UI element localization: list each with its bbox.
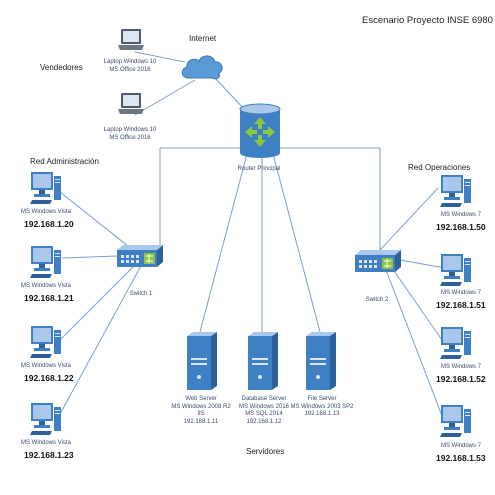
web-server-name: Web Server	[185, 396, 217, 402]
file-server-os: MS Windows 2003 SP2	[290, 403, 354, 410]
red-administracion-label: Red Administración	[30, 157, 99, 166]
web-server-software: IIS	[197, 411, 205, 417]
wire-sw1-pc22	[59, 261, 139, 341]
vendedores-label: Vendedores	[40, 63, 83, 72]
router-label: Router Principal	[237, 166, 281, 172]
ops-pc-52-os: MS Windows 7	[441, 364, 482, 370]
database-server-os: MS Windows 2016	[238, 403, 290, 410]
ops-pc-50-ip: 192.168.1.50	[436, 222, 486, 232]
wire-laptop2-cloud	[134, 79, 196, 116]
web-server-os: MS Windows 2008 R2	[171, 403, 231, 410]
red-operaciones-label: Red Operaciones	[408, 163, 471, 172]
laptop-2-software: MS Office 2016	[109, 134, 151, 141]
router-icon	[237, 103, 283, 159]
internet-cloud-icon	[178, 50, 226, 82]
internet-label: Internet	[189, 34, 217, 43]
workstation-icon	[30, 324, 62, 360]
web-server-label: Web Server MS Windows 2008 R2 IIS 192.16…	[171, 396, 230, 426]
wire-sw1-pc23	[59, 263, 143, 415]
admin-pc-22-ip: 192.168.1.22	[24, 373, 74, 383]
admin-pc-21-ip: 192.168.1.21	[24, 293, 74, 303]
laptop-1-label: Laptop Windows 10 MS Office 2016	[104, 59, 157, 74]
wire-sw2-pc52	[391, 267, 443, 341]
wire-sw1-pc21	[61, 255, 119, 259]
admin-pc-22-os: MS Windows Vista	[21, 363, 71, 369]
laptop-2-label: Laptop Windows 10 MS Office 2016	[104, 127, 157, 142]
workstation-icon	[440, 403, 472, 439]
wire-router-file	[271, 149, 321, 333]
laptop-1-software: MS Office 2016	[109, 66, 151, 73]
ops-pc-51-os: MS Windows 7	[441, 290, 482, 296]
admin-pc-20-os: MS Windows Vista	[21, 209, 71, 215]
server-icon	[306, 332, 336, 390]
ops-pc-52-ip: 192.168.1.52	[436, 374, 486, 384]
database-server-name: Database Server	[241, 396, 287, 402]
workstation-icon	[30, 401, 62, 437]
wire-sw1-pc20	[59, 191, 139, 255]
workstation-icon	[440, 325, 472, 361]
servidores-label: Servidores	[246, 447, 285, 456]
database-server-ip: 192.168.1.12	[246, 418, 282, 425]
wire-sw2-pc50	[379, 187, 439, 251]
workstation-icon	[440, 252, 472, 288]
ops-pc-53-ip: 192.168.1.53	[436, 453, 486, 463]
workstation-icon	[440, 173, 472, 209]
laptop-icon	[117, 92, 145, 116]
admin-pc-20-ip: 192.168.1.20	[24, 219, 74, 229]
wire-router-web	[199, 149, 249, 333]
diagram-title: Escenario Proyecto INSE 6980	[362, 15, 493, 26]
workstation-icon	[30, 170, 62, 206]
database-server-label: Database Server MS Windows 2016 MS SQL 2…	[239, 396, 289, 426]
admin-pc-23-os: MS Windows Vista	[21, 440, 71, 446]
server-icon	[248, 332, 278, 390]
ops-pc-50-os: MS Windows 7	[441, 212, 482, 218]
admin-pc-21-os: MS Windows Vista	[21, 283, 71, 289]
wire-sw2-pc53	[385, 269, 443, 417]
switch-icon	[117, 244, 163, 268]
laptop-2-os: Laptop Windows 10	[103, 127, 157, 133]
file-server-label: File Server MS Windows 2003 SP2 192.168.…	[290, 396, 353, 419]
workstation-icon	[30, 244, 62, 280]
ops-pc-53-os: MS Windows 7	[441, 443, 482, 449]
switch-icon	[355, 249, 401, 273]
laptop-1-os: Laptop Windows 10	[103, 59, 157, 65]
wire-sw2-pc51	[399, 259, 446, 269]
server-icon	[187, 332, 217, 390]
ops-pc-51-ip: 192.168.1.51	[436, 300, 486, 310]
file-server-ip: 192.168.1.13	[304, 411, 340, 417]
web-server-ip: 192.168.1.11	[183, 418, 219, 425]
database-server-software: MS SQL 2014	[245, 411, 283, 417]
wire-laptop1-cloud	[134, 51, 186, 63]
switch-1-label: Switch 1	[129, 291, 153, 297]
laptop-icon	[117, 28, 145, 52]
file-server-name: File Server	[307, 396, 337, 402]
switch-2-label: Switch 2	[365, 297, 389, 303]
wire-cloud-router	[214, 77, 246, 111]
admin-pc-23-ip: 192.168.1.23	[24, 450, 74, 460]
